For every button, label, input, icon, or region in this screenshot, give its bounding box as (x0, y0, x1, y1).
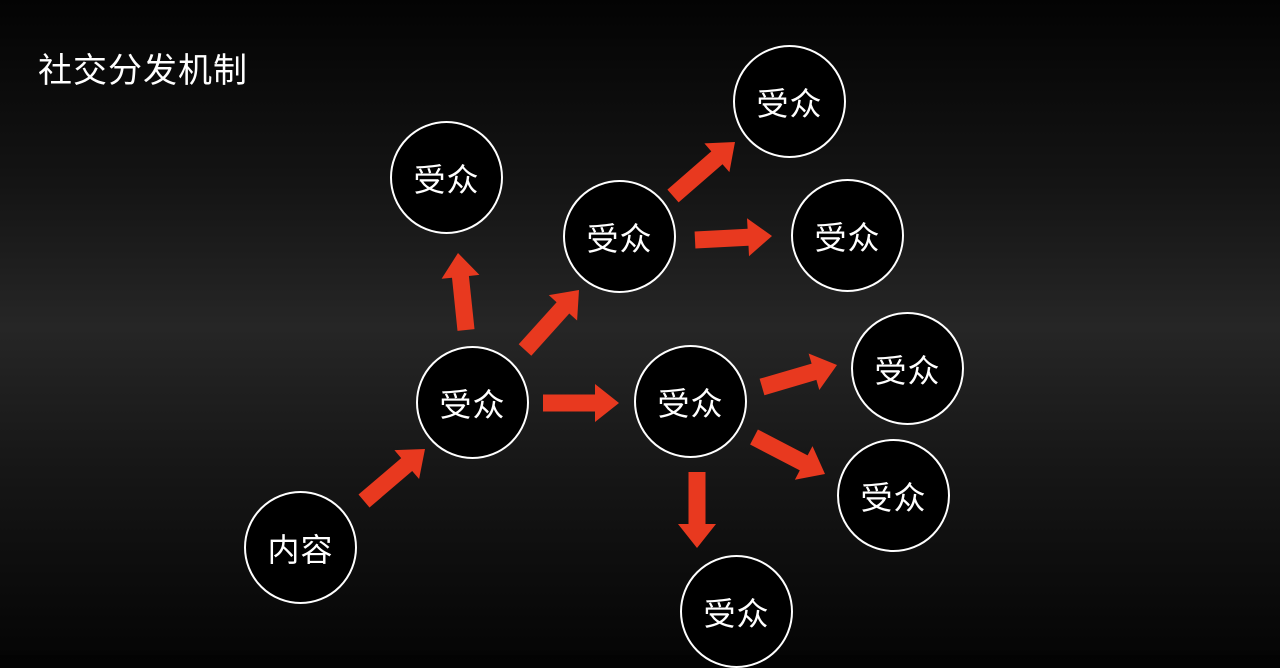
node-label: 受众 (874, 351, 941, 390)
audience-node: 受众 (733, 45, 846, 158)
arrow (694, 218, 772, 257)
audience-node: 受众 (390, 121, 503, 234)
node-label: 内容 (267, 530, 334, 569)
node-label: 受众 (413, 160, 480, 199)
arrow (678, 472, 716, 548)
arrow (750, 429, 825, 480)
arrow (543, 384, 619, 422)
audience-node: 受众 (791, 179, 904, 292)
audience-node: 受众 (851, 312, 964, 425)
audience-node: 受众 (634, 345, 747, 458)
node-label: 受众 (586, 219, 653, 258)
node-label: 受众 (703, 594, 770, 633)
arrow (358, 449, 425, 508)
arrow (518, 290, 579, 356)
audience-node: 受众 (563, 180, 676, 293)
audience-node: 受众 (680, 555, 793, 668)
arrow (441, 253, 480, 331)
audience-node: 受众 (416, 346, 529, 459)
node-label: 受众 (439, 385, 506, 424)
node-label: 受众 (860, 478, 927, 517)
slide-title: 社交分发机制 (38, 51, 248, 91)
audience-node: 受众 (837, 439, 950, 552)
arrow (759, 353, 837, 396)
node-label: 受众 (657, 384, 724, 423)
node-label: 受众 (756, 84, 823, 123)
content-node: 内容 (244, 491, 357, 604)
node-label: 受众 (814, 218, 881, 257)
arrow (667, 142, 735, 203)
